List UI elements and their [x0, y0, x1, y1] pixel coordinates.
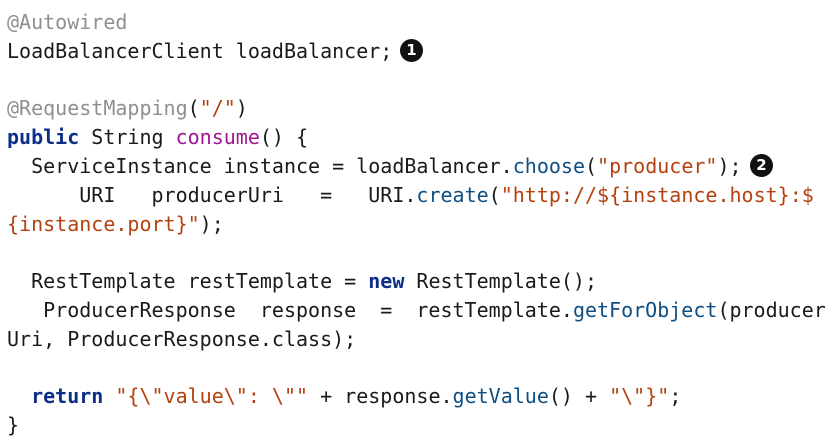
code-line: {instance.port}");	[7, 210, 827, 239]
code-token-method: choose	[512, 153, 585, 178]
code-line: LoadBalancerClient loadBalancer; 1	[7, 37, 827, 66]
code-token-plain: ServiceInstance instance = loadBalancer.	[7, 153, 513, 178]
code-token-plain: );	[717, 153, 742, 178]
code-token-string: "producer"	[597, 153, 718, 178]
code-token-plain: loadBalancer;	[223, 38, 393, 63]
code-token-plain: )	[235, 96, 248, 121]
code-token-field: class	[271, 326, 333, 351]
code-line	[7, 354, 827, 383]
code-token-keyword: public	[7, 125, 80, 150]
code-token-plain	[103, 384, 115, 408]
code-token-plain: ProducerResponse response = restTemplate…	[7, 297, 573, 322]
code-token-plain: () {	[259, 125, 309, 150]
code-line: ProducerResponse response = restTemplate…	[7, 296, 827, 325]
code-token-plain: Uri, ProducerResponse.	[7, 326, 272, 351]
code-token-string: "\"}"	[609, 384, 670, 409]
code-line: @RequestMapping("/")	[7, 94, 827, 123]
code-line: RestTemplate restTemplate = new RestTemp…	[7, 267, 827, 296]
code-token-plain: );	[199, 211, 224, 236]
code-line: ServiceInstance instance = loadBalancer.…	[7, 152, 827, 181]
code-token-string: "http://${instance.host}:$	[500, 182, 814, 207]
code-token-plain: );	[332, 326, 357, 351]
callout-marker: 2	[750, 153, 773, 177]
code-line: @Autowired	[7, 8, 827, 37]
code-token-plain: URI producerUri = URI.	[7, 182, 417, 207]
code-line: Uri, ProducerResponse.class);	[7, 325, 827, 354]
code-token-annotation: @Autowired	[7, 10, 128, 34]
code-token-plain: }	[7, 413, 20, 438]
code-line: URI producerUri = URI.create("http://${i…	[7, 181, 827, 210]
code-line: return "{\"value\": \"" + response.getVa…	[7, 382, 827, 411]
code-token-plain: ;	[669, 384, 682, 409]
code-token-plain	[7, 384, 31, 408]
code-line	[7, 238, 827, 267]
code-token-plain: RestTemplate();	[404, 269, 598, 294]
code-token-method: getValue	[452, 384, 549, 409]
code-token-keyword: new	[368, 269, 405, 294]
code-token-plain: RestTemplate restTemplate =	[7, 269, 369, 294]
code-token-string: "/"	[199, 96, 236, 121]
code-token-plain: + response.	[308, 384, 453, 409]
code-token-method-decl: consume	[175, 125, 260, 150]
code-line: public String consume() {	[7, 123, 827, 152]
code-token-type: LoadBalancerClient	[7, 38, 224, 63]
code-token-plain: (producer	[717, 297, 826, 322]
code-token-string: "{\"value\": \""	[115, 384, 309, 409]
code-token-string: {instance.port}"	[7, 211, 200, 236]
code-token-plain: (	[488, 182, 501, 207]
code-token-plain: String	[79, 125, 176, 150]
code-token-plain: (	[584, 153, 598, 178]
callout-marker: 1	[400, 38, 423, 62]
code-token-keyword: return	[31, 384, 104, 409]
code-token-plain: () +	[548, 384, 610, 409]
code-token-annotation: @RequestMapping	[7, 96, 188, 121]
code-token-plain: (	[187, 96, 200, 121]
code-line	[7, 66, 827, 95]
code-token-method: create	[416, 182, 489, 207]
code-line: }	[7, 411, 827, 440]
code-token-method: getForObject	[572, 297, 718, 322]
